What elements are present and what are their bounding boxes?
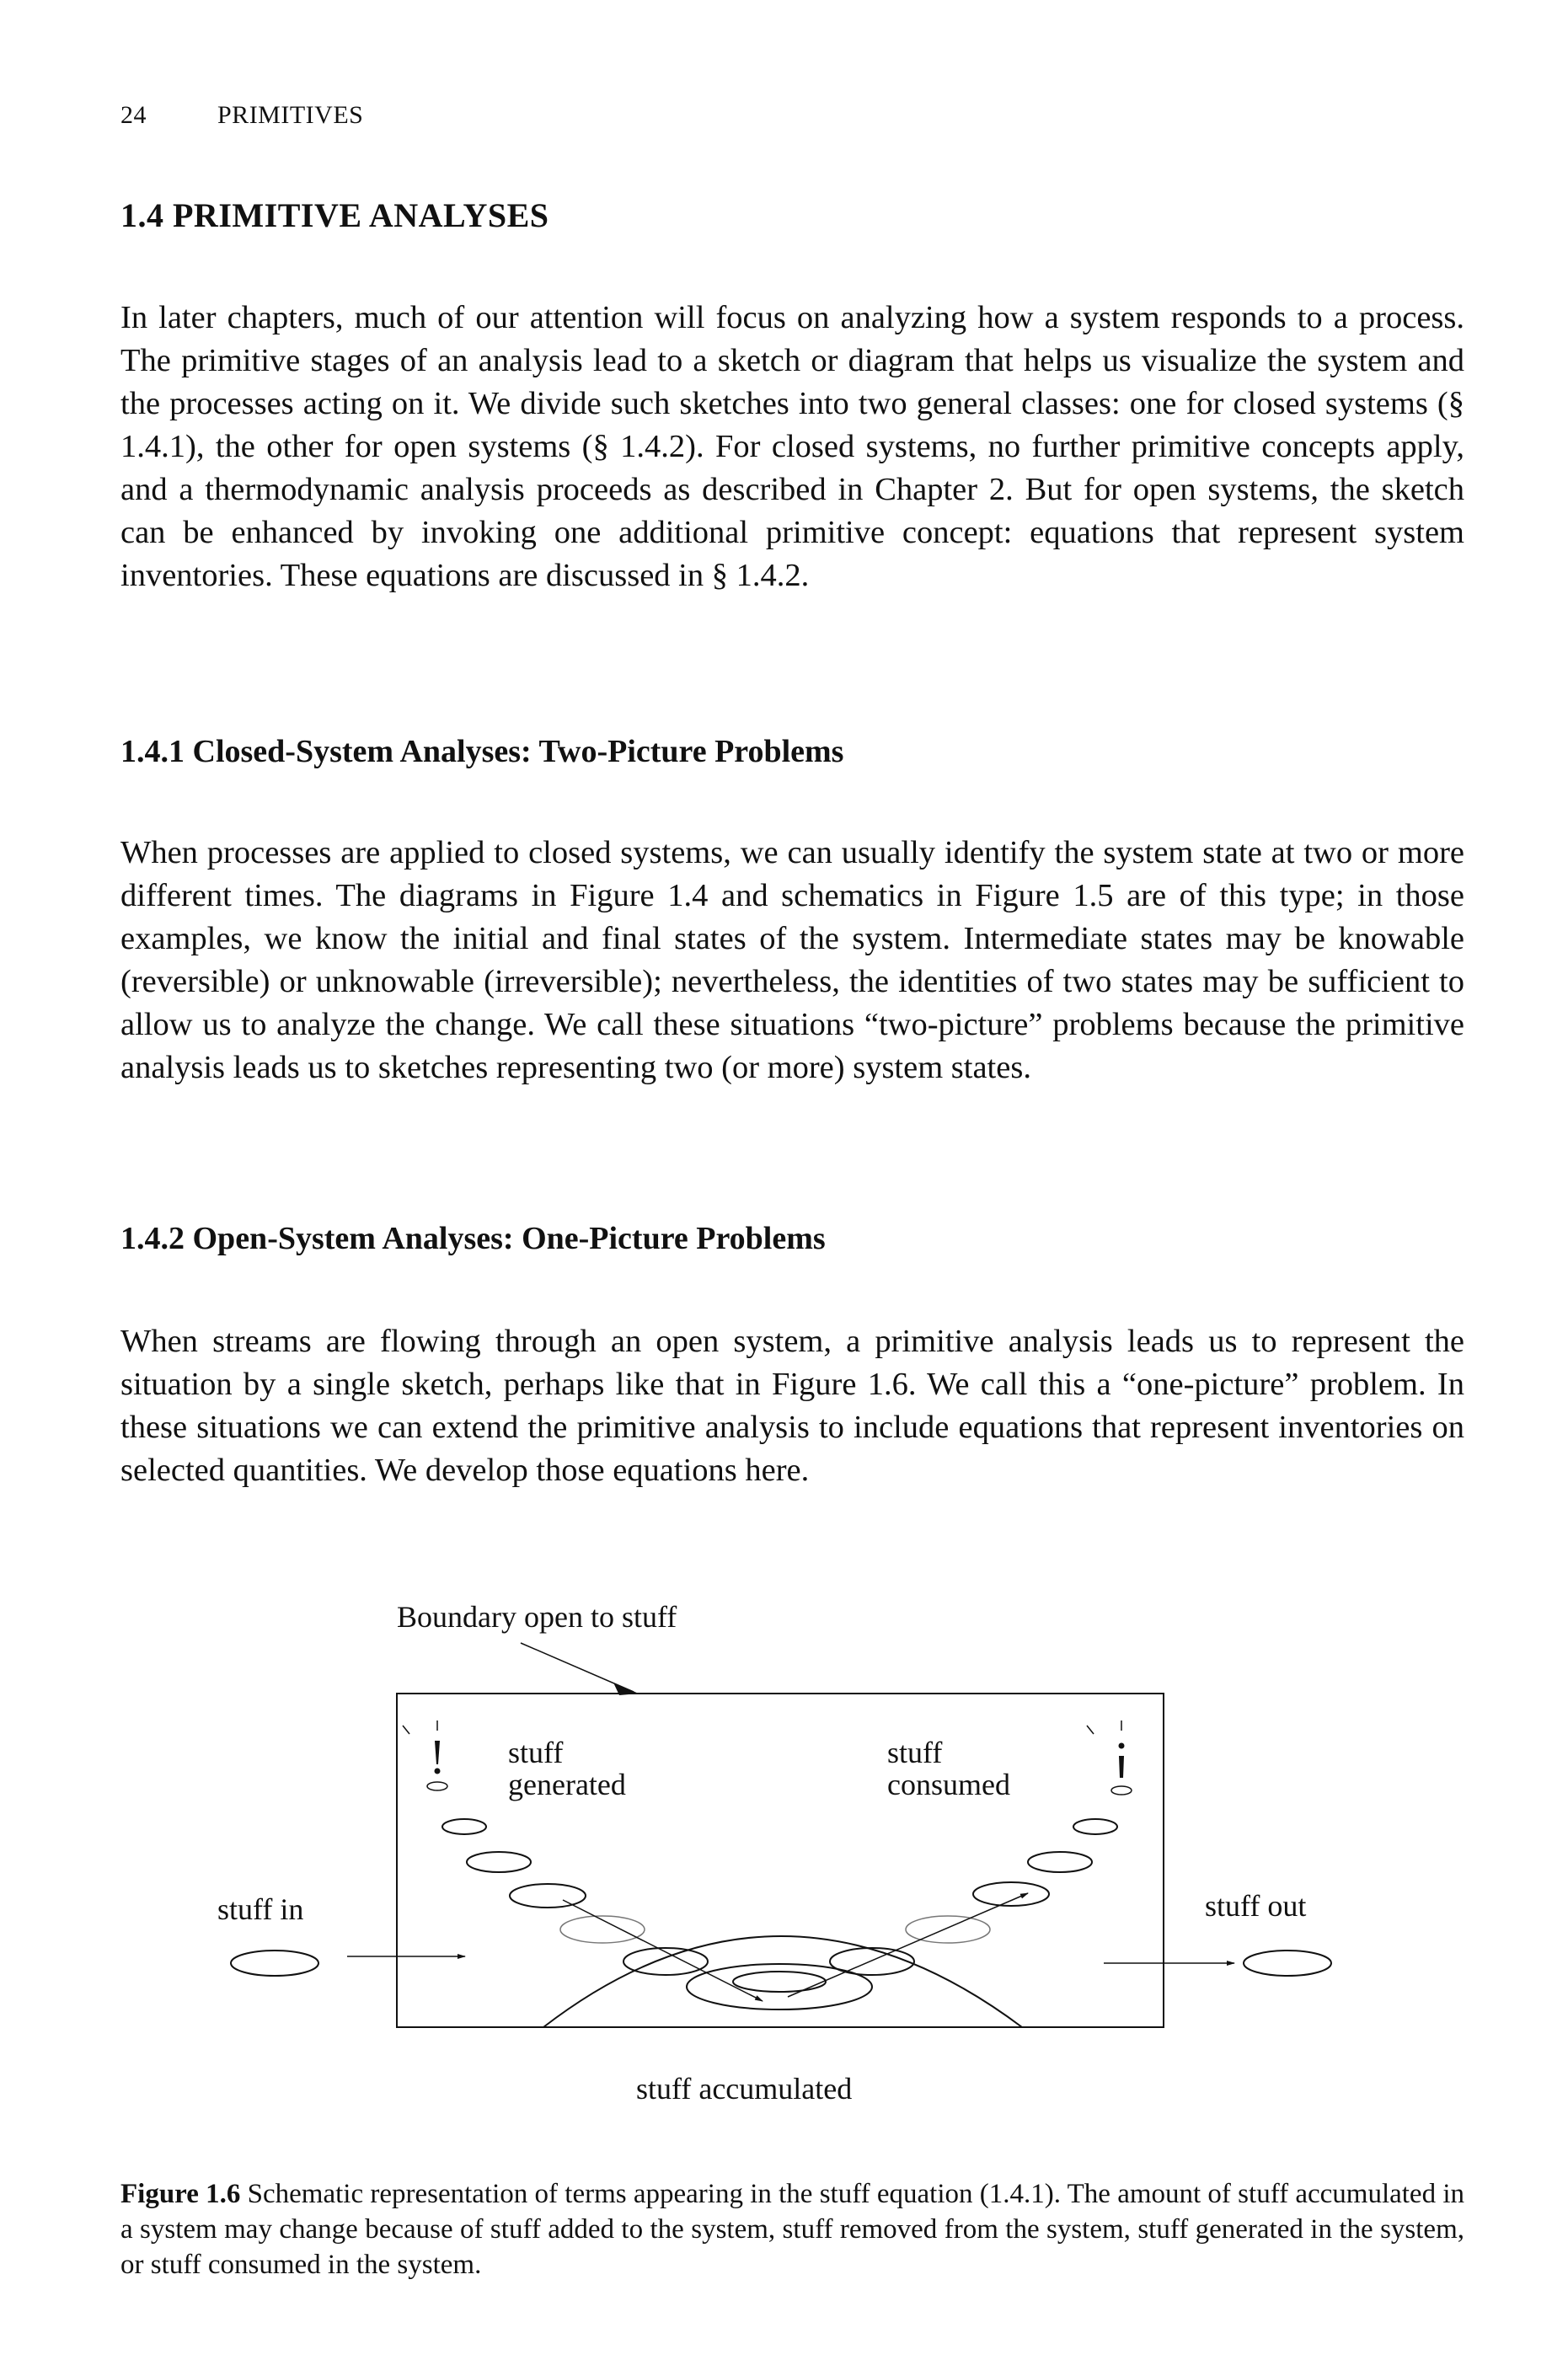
generated-stuff-path [442,1818,709,1976]
accumulated-stuff-outer [686,1963,873,2010]
page-number: 24 [120,101,147,129]
accumulated-stuff-inner [732,1971,827,1993]
generated-label-2: generated [508,1768,626,1801]
generated-label-1: stuff [508,1736,563,1769]
consumed-label-2: consumed [887,1768,1010,1801]
consumed-stuff-path [829,1818,1118,1976]
consumption-arrow [787,1892,1029,1998]
stuff-out-blob [1243,1950,1332,1977]
figure-caption: Figure 1.6 Schematic representation of t… [120,2176,1464,2282]
consumption-sink-icon [1086,1720,1132,1795]
caption-text: Schematic representation of terms appear… [120,2179,1464,2280]
subsection-1-title: 1.4.1 Closed-System Analyses: Two-Pictur… [120,734,844,769]
generation-source-icon [402,1720,448,1791]
consumed-label-1: stuff [887,1736,942,1769]
section-title: 1.4 PRIMITIVE ANALYSES [120,196,549,234]
caption-label: Figure 1.6 [120,2179,241,2209]
stuff-out-label: stuff out [1205,1889,1306,1923]
system-boundary [396,1693,1164,2028]
accumulated-label: stuff accumulated [636,2072,852,2106]
subsection-2-title: 1.4.2 Open-System Analyses: One-Picture … [120,1221,826,1256]
running-title: PRIMITIVES [217,101,364,129]
subsection-1-paragraph: When processes are applied to closed sys… [120,835,1464,1085]
subsection-2-paragraph: When streams are flowing through an open… [120,1324,1464,1488]
boundary-arrowhead [613,1683,639,1695]
running-header: 24 PRIMITIVES [120,101,363,130]
accumulation-mound [543,1935,1023,2028]
stuff-in-blob [230,1950,319,1977]
section-intro-paragraph: In later chapters, much of our attention… [120,300,1464,593]
boundary-label: Boundary open to stuff [397,1600,677,1634]
figure-1-6-diagram: Boundary open to stuff stuff in stuff ou… [217,1600,1332,2106]
stuff-in-label: stuff in [217,1892,303,1926]
generation-arrow [562,1899,763,2002]
